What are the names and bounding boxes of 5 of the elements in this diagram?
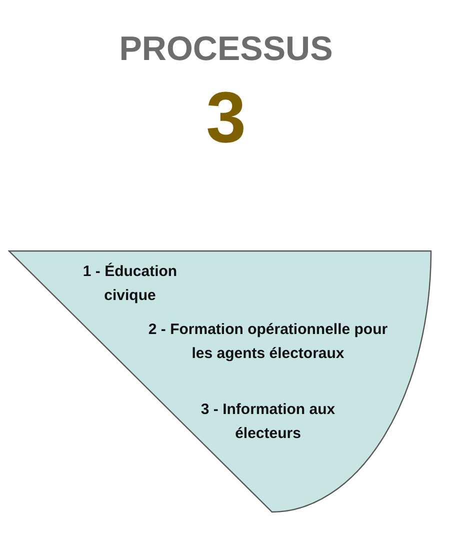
step-text: 1 - Éducation civique (82, 262, 178, 306)
step-text: 3 - Information aux électeurs (200, 400, 336, 444)
title: PROCESSUS (118, 30, 334, 69)
step-text: 2 - Formation opérationnelle pour les agents électoraux (148, 320, 388, 364)
process-number: 3 (204, 78, 248, 158)
